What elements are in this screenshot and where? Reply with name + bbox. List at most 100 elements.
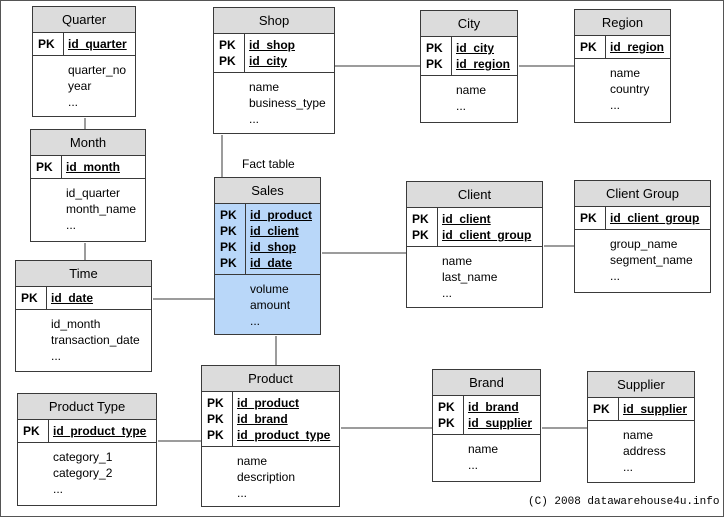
attribute: segment_name bbox=[610, 253, 693, 267]
attribute: category_2 bbox=[53, 466, 113, 480]
key-name: id_client bbox=[250, 224, 299, 238]
attribute: address bbox=[623, 444, 666, 458]
attribute-section: id_quarter month_name ... bbox=[31, 179, 145, 234]
attribute: volume bbox=[250, 282, 289, 296]
attribute-section: name business_type ... bbox=[214, 73, 334, 128]
key-divider bbox=[61, 156, 62, 178]
entity-title: Client bbox=[407, 182, 542, 208]
key-name: id_product bbox=[250, 208, 312, 222]
attribute-section: group_name segment_name ... bbox=[575, 230, 710, 285]
pk-label: PK bbox=[207, 396, 224, 410]
pk-label: PK bbox=[438, 416, 455, 430]
key-divider bbox=[244, 34, 245, 72]
attribute: ... bbox=[66, 218, 77, 232]
pk-label: PK bbox=[580, 40, 597, 54]
entity-title: City bbox=[421, 11, 517, 37]
attribute: name bbox=[468, 442, 499, 456]
pk-label: PK bbox=[23, 424, 40, 438]
attribute: last_name bbox=[442, 270, 498, 284]
pk-label: PK bbox=[220, 256, 237, 270]
attribute: ... bbox=[51, 349, 62, 363]
attribute: id_quarter bbox=[66, 186, 121, 200]
attribute-section: name address ... bbox=[588, 421, 694, 476]
key-name: id_shop bbox=[249, 38, 296, 52]
key-divider bbox=[63, 33, 64, 55]
attribute: ... bbox=[237, 486, 248, 500]
attribute-section: name ... bbox=[421, 76, 517, 115]
attribute: group_name bbox=[610, 237, 678, 251]
attribute: country bbox=[610, 82, 650, 96]
fact-table-caption: Fact table bbox=[242, 157, 295, 171]
attribute-section: category_1 category_2 ... bbox=[18, 443, 156, 498]
key-name: id_brand bbox=[237, 412, 288, 426]
key-row: PK id_date bbox=[215, 255, 320, 271]
attribute-section: quarter_no year ... bbox=[33, 56, 135, 111]
attribute: name bbox=[456, 83, 487, 97]
pk-label: PK bbox=[220, 224, 237, 238]
entity-title: Month bbox=[31, 130, 145, 156]
attribute: id_month bbox=[51, 317, 101, 331]
entity-title: Time bbox=[16, 261, 151, 287]
key-name: id_region bbox=[456, 57, 511, 71]
attribute: ... bbox=[623, 460, 634, 474]
attribute-section: name last_name ... bbox=[407, 247, 542, 302]
attribute: ... bbox=[53, 482, 64, 496]
pk-label: PK bbox=[219, 54, 236, 68]
pk-label: PK bbox=[438, 400, 455, 414]
entity-title: Quarter bbox=[33, 7, 135, 33]
key-divider bbox=[437, 208, 438, 246]
attribute: amount bbox=[250, 298, 291, 312]
pk-label: PK bbox=[220, 208, 237, 222]
attribute: name bbox=[610, 66, 641, 80]
pk-label: PK bbox=[36, 160, 53, 174]
attribute: ... bbox=[610, 269, 621, 283]
key-divider bbox=[618, 398, 619, 420]
entity-title: Region bbox=[575, 10, 670, 36]
key-divider bbox=[451, 37, 452, 75]
attribute: ... bbox=[456, 99, 467, 113]
key-divider bbox=[605, 36, 606, 58]
attribute: year bbox=[68, 79, 92, 93]
attribute-section: id_month transaction_date ... bbox=[16, 310, 151, 365]
key-divider bbox=[232, 392, 233, 446]
attribute: description bbox=[237, 470, 296, 484]
entity-title: Client Group bbox=[575, 181, 710, 207]
key-divider bbox=[46, 287, 47, 309]
key-name: id_supplier bbox=[623, 402, 688, 416]
key-name: id_date bbox=[250, 256, 293, 270]
